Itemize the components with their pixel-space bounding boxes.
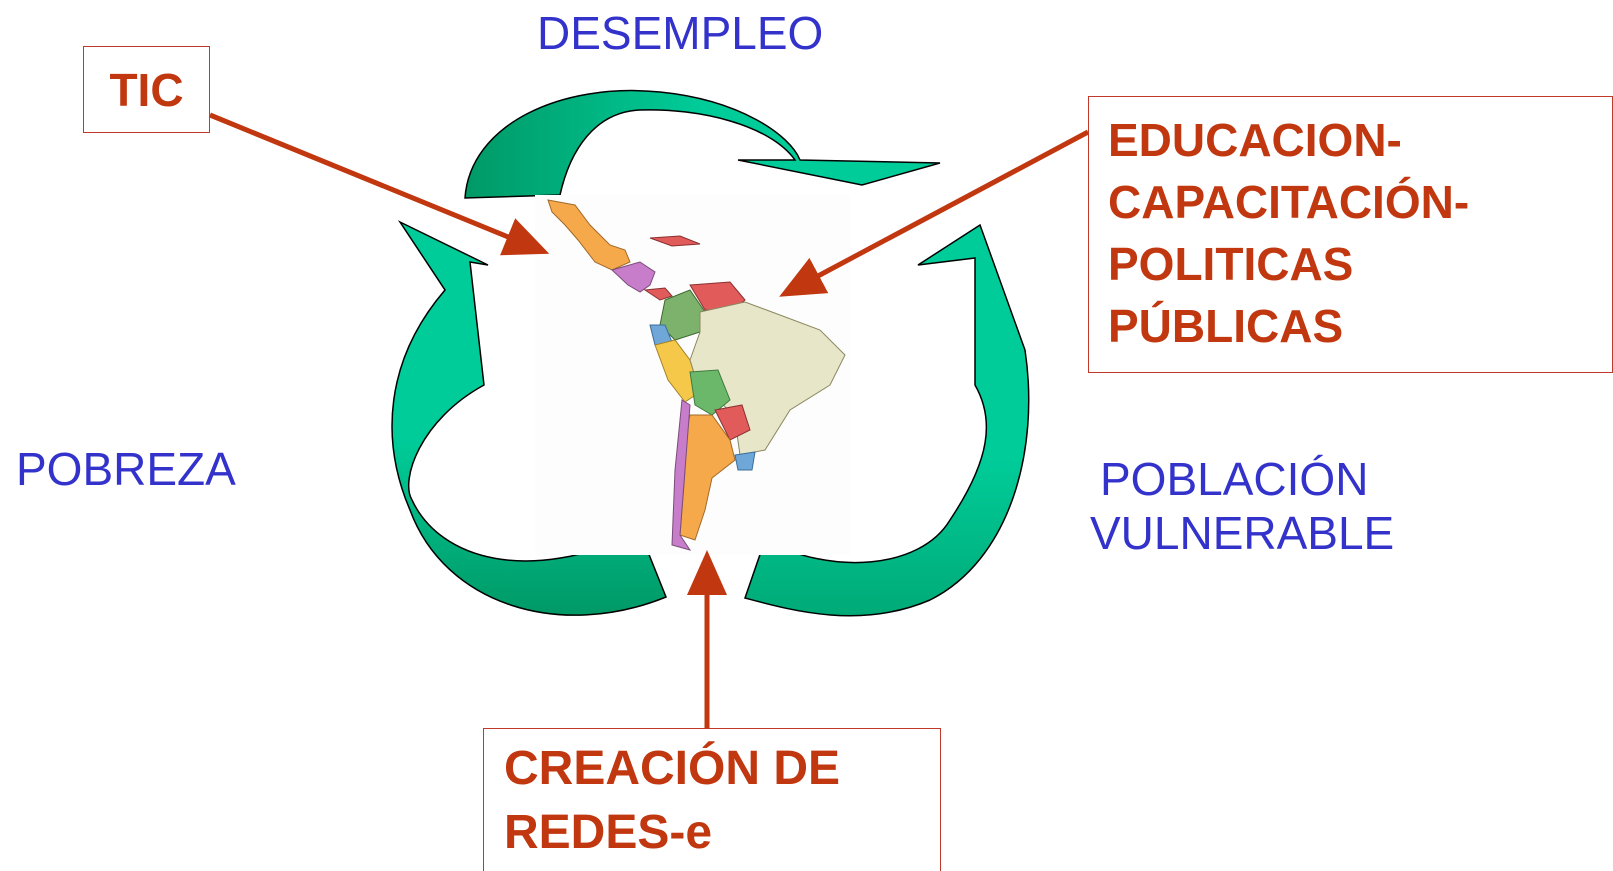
box-tic: TIC bbox=[83, 46, 210, 133]
box-redes-line1: CREACIÓN DE bbox=[504, 742, 841, 795]
map-brasil bbox=[689, 301, 846, 456]
label-poblacion-line2: VULNERABLE bbox=[1090, 507, 1395, 559]
map-chile bbox=[671, 399, 692, 551]
box-tic-text: TIC bbox=[109, 64, 184, 116]
box-redes: CREACIÓN DE REDES-e bbox=[483, 728, 941, 871]
label-pobreza: POBREZA bbox=[16, 443, 236, 495]
map-bolivia bbox=[689, 369, 731, 416]
cycle-arrow-left bbox=[391, 220, 667, 616]
box-redes-line2: REDES-e bbox=[504, 806, 713, 859]
cycle-arrow-right bbox=[744, 223, 1030, 617]
label-poblacion-vulnerable: POBLACIÓN VULNERABLE bbox=[1090, 452, 1394, 560]
box-educacion-line4: PÚBLICAS bbox=[1108, 300, 1344, 352]
educacion-pointer-arrow bbox=[779, 129, 1090, 297]
box-educacion-line2: CAPACITACIÓN- bbox=[1108, 176, 1470, 228]
box-educacion: EDUCACION- CAPACITACIÓN- POLITICAS PÚBLI… bbox=[1088, 96, 1613, 373]
cycle-arrow-top bbox=[464, 89, 941, 199]
label-desempleo: DESEMPLEO bbox=[537, 7, 824, 59]
map-paraguay bbox=[714, 404, 751, 441]
map-cuba bbox=[649, 235, 701, 247]
box-educacion-line1: EDUCACION- bbox=[1108, 114, 1402, 166]
box-educacion-line3: POLITICAS bbox=[1108, 238, 1354, 290]
latin-america-map bbox=[535, 195, 850, 555]
map-panama bbox=[643, 287, 673, 301]
map-central-america bbox=[611, 261, 656, 293]
tic-pointer-arrow bbox=[209, 112, 550, 256]
label-poblacion-line1: POBLACIÓN bbox=[1100, 453, 1369, 505]
map-uruguay bbox=[734, 451, 756, 471]
map-mexico bbox=[547, 199, 631, 271]
